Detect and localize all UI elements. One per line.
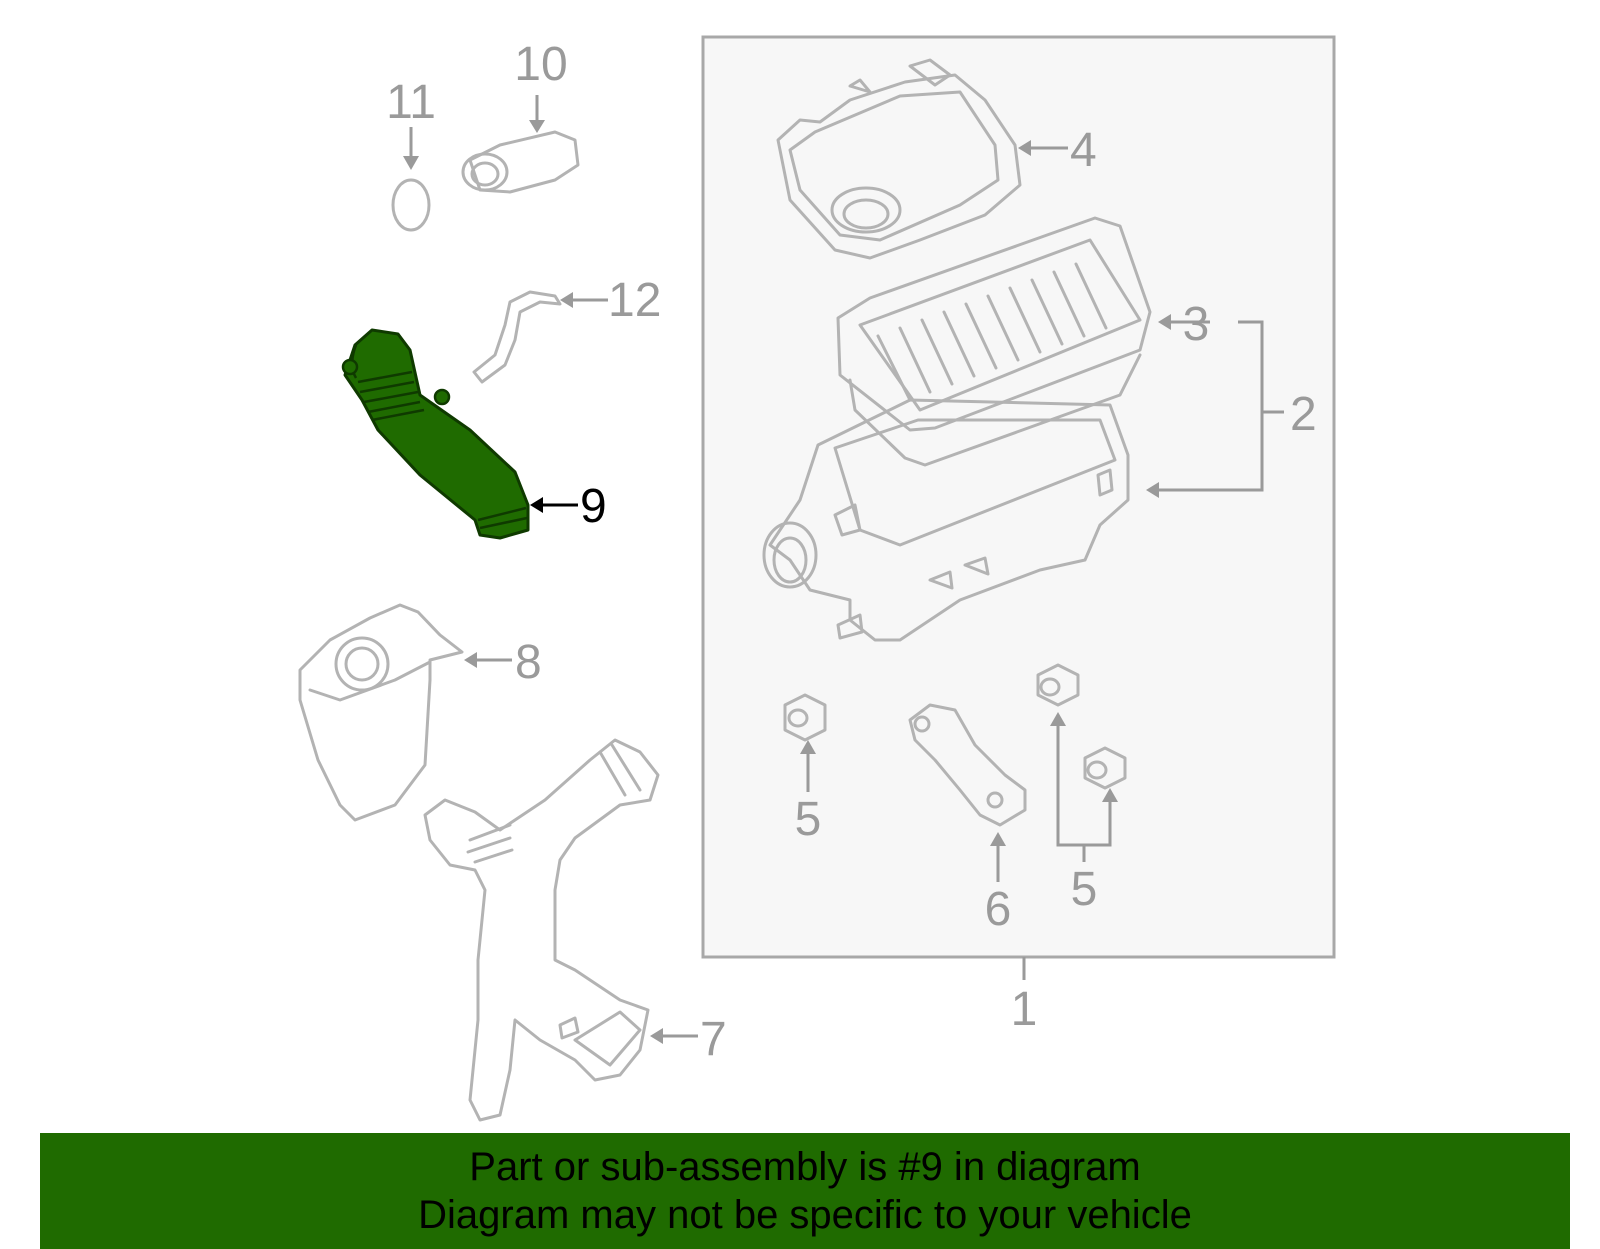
callout-8: 8 [515, 636, 542, 689]
arrow-6 [990, 832, 1006, 846]
callout-7: 7 [700, 1013, 727, 1066]
callout-2: 2 [1290, 388, 1317, 441]
part-7-duct[interactable] [423, 738, 660, 1122]
part-8-duct[interactable] [298, 603, 464, 822]
arrow-8 [464, 652, 477, 668]
arrow-2 [1146, 482, 1159, 498]
callout-9: 9 [580, 480, 607, 533]
part-5-grommet-b[interactable] [1036, 663, 1080, 707]
part-5-grommet-a[interactable] [783, 693, 827, 742]
arrow-12 [560, 292, 573, 308]
leader-2 [1158, 320, 1284, 492]
part-6-bracket[interactable] [908, 703, 1027, 827]
callout-6: 6 [985, 883, 1012, 936]
part-2-housing[interactable] [762, 398, 1130, 642]
part-12-hose[interactable] [472, 290, 562, 384]
arrow-4 [1018, 140, 1031, 156]
arrow-7 [650, 1028, 663, 1044]
arrow-5b-2 [1102, 788, 1118, 802]
arrow-10 [529, 120, 545, 133]
part-11-oring[interactable] [391, 178, 431, 232]
callout-1: 1 [1011, 983, 1038, 1036]
banner-line-2: Diagram may not be specific to your vehi… [418, 1193, 1192, 1237]
part-4-cover[interactable] [776, 58, 1022, 260]
callout-11: 11 [386, 76, 436, 129]
callout-5-left: 5 [795, 793, 822, 846]
arrow-9 [530, 497, 543, 513]
info-banner: Part or sub-assembly is #9 in diagram Di… [40, 1133, 1570, 1249]
callout-3: 3 [1183, 298, 1210, 351]
callout-4: 4 [1070, 124, 1097, 177]
callout-12: 12 [608, 274, 661, 327]
banner-line-1: Part or sub-assembly is #9 in diagram [469, 1145, 1141, 1189]
part-10-sensor[interactable] [461, 130, 580, 194]
arrow-3 [1158, 314, 1171, 330]
callout-10: 10 [514, 38, 567, 91]
arrow-11 [403, 156, 419, 170]
leader-5b [1056, 725, 1112, 862]
part-9-intake-tube[interactable] [341, 328, 530, 540]
part-3-filter[interactable] [836, 216, 1152, 467]
arrow-5b-1 [1050, 712, 1066, 726]
part-5-grommet-c[interactable] [1083, 746, 1127, 790]
arrow-5a [800, 740, 816, 754]
callout-5-right: 5 [1071, 863, 1098, 916]
